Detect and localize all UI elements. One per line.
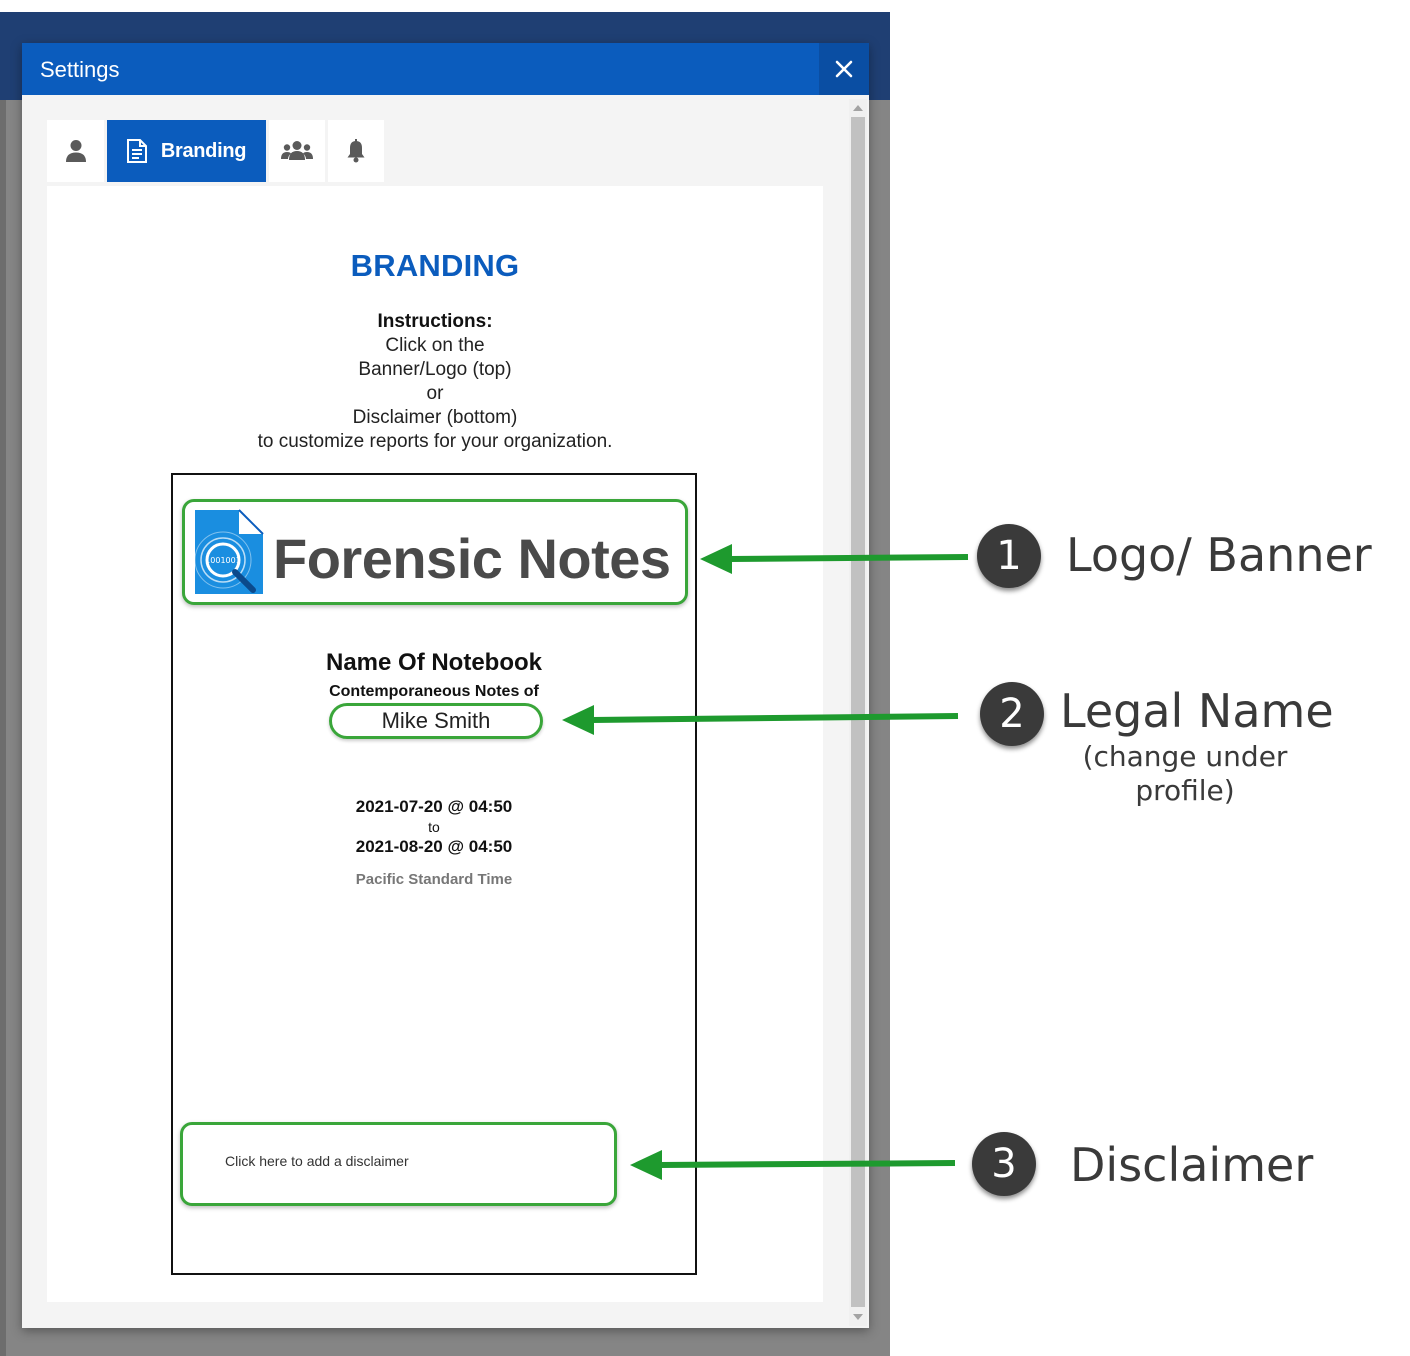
callout-sub-line: (change under (1082, 740, 1288, 773)
instructions-line: Click on the (385, 335, 485, 356)
tab-branding[interactable]: Branding (107, 120, 266, 182)
callout-label-logo-banner: Logo/ Banner (1066, 528, 1372, 582)
document-icon (126, 139, 147, 163)
disclaimer-text: Click here to add a disclaimer (225, 1153, 409, 1169)
arrow-disclaimer (630, 1150, 956, 1180)
tab-notifications[interactable] (328, 120, 384, 182)
date-start: 2021-07-20 @ 04:50 (355, 797, 513, 816)
branding-content: BRANDING Instructions: Click on the Bann… (47, 186, 823, 1302)
callout-number-3: 3 (972, 1132, 1036, 1196)
instructions-line: or (426, 383, 444, 404)
legal-name: Mike Smith (329, 703, 543, 739)
disclaimer-box[interactable]: Click here to add a disclaimer (180, 1122, 617, 1206)
modal-header: Settings (22, 43, 869, 95)
report-preview: 1001001 Forensic Notes Name Of Notebook … (171, 473, 697, 1275)
instructions: Instructions: Click on the Banner/Logo (… (47, 310, 823, 454)
scroll-thumb[interactable] (851, 117, 865, 1307)
logo-text: Forensic Notes (273, 527, 671, 590)
tab-branding-label: Branding (160, 139, 247, 162)
modal-scrollbar[interactable] (849, 99, 867, 1326)
tab-profile[interactable] (47, 120, 104, 182)
tab-team[interactable] (269, 120, 325, 182)
callout-number-2: 2 (980, 682, 1044, 746)
close-button[interactable] (819, 43, 869, 95)
timezone: Pacific Standard Time (355, 871, 513, 888)
bell-icon (347, 139, 365, 163)
modal-title: Settings (40, 57, 120, 82)
background-app-edge (0, 100, 6, 1356)
date-end: 2021-08-20 @ 04:50 (355, 837, 513, 856)
notes-of-label: Contemporaneous Notes of (329, 683, 539, 700)
callout-label-disclaimer: Disclaimer (1070, 1138, 1314, 1192)
users-icon (281, 141, 313, 160)
logo-banner[interactable]: 1001001 Forensic Notes (182, 499, 688, 605)
svg-text:1001001: 1001001 (205, 556, 241, 565)
instructions-line: Banner/Logo (top) (358, 359, 512, 380)
callout-label-legal-name: Legal Name (1060, 684, 1334, 738)
instructions-line: to customize reports for your organizati… (257, 431, 613, 452)
scroll-up-icon[interactable] (853, 105, 863, 111)
callout-sub-legal-name: (change under profile) (1070, 740, 1300, 808)
arrow-legal-name (562, 705, 959, 735)
instructions-heading: Instructions: (377, 311, 493, 332)
close-icon (835, 60, 853, 78)
settings-modal: Settings Branding (22, 43, 869, 1328)
notebook-name: Name Of Notebook (325, 649, 543, 676)
scroll-down-icon[interactable] (853, 1314, 863, 1320)
callout-sub-line: profile) (1135, 774, 1235, 807)
arrow-logo-banner (700, 544, 969, 574)
date-to: to (428, 819, 440, 835)
page-title: BRANDING (350, 248, 520, 283)
forensic-notes-logo-icon: 1001001 (194, 509, 264, 594)
instructions-line: Disclaimer (bottom) (352, 407, 518, 428)
settings-tabs: Branding (47, 120, 384, 182)
user-icon (65, 140, 86, 162)
callout-number-1: 1 (977, 524, 1041, 588)
